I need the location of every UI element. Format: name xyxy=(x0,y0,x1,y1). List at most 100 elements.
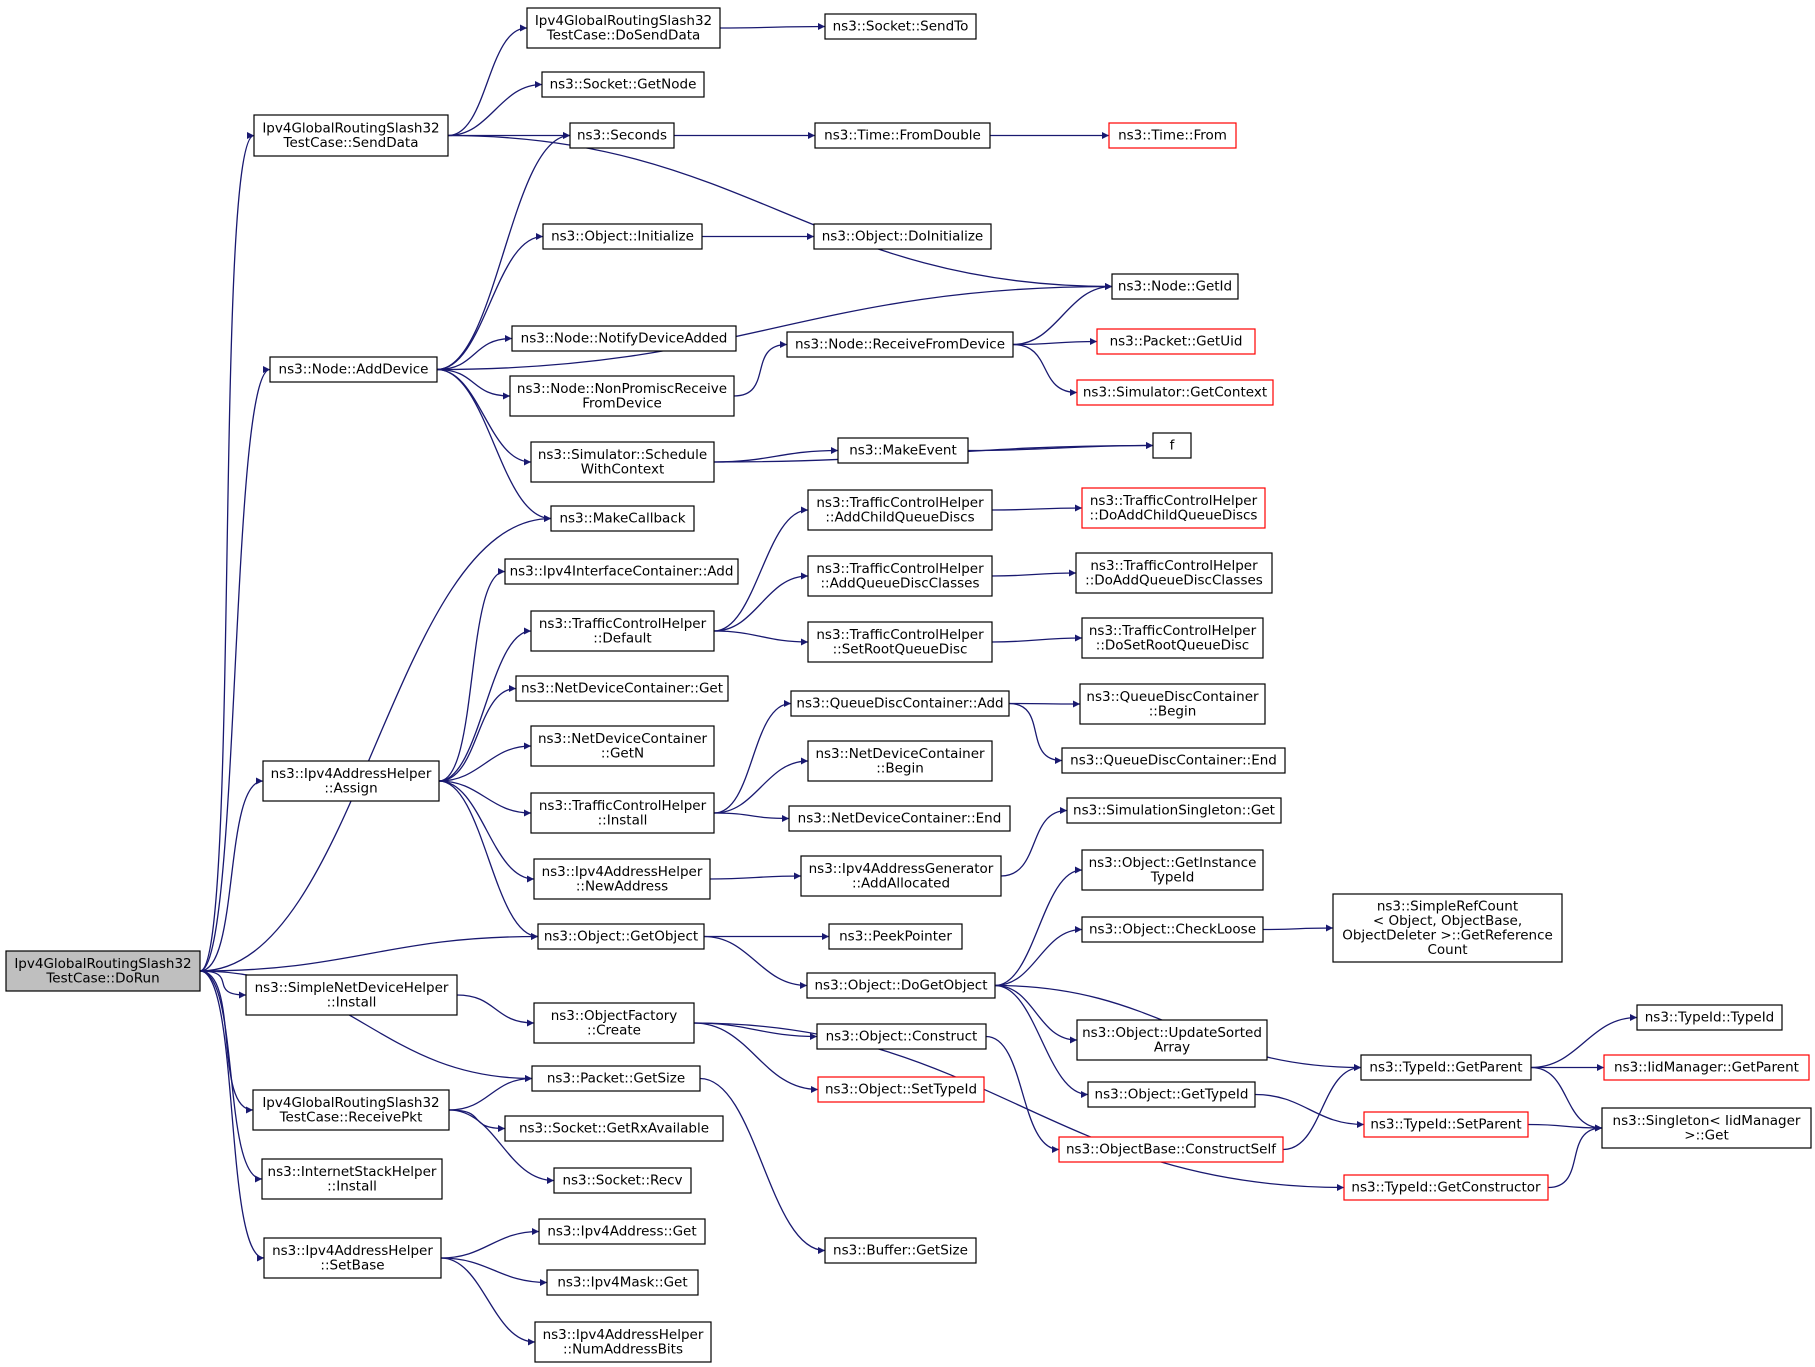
node-objdoinit[interactable]: ns3::Object::DoInitialize xyxy=(813,223,992,250)
node-qdcend[interactable]: ns3::QueueDiscContainer::End xyxy=(1061,747,1286,774)
node-buffergetsize[interactable]: ns3::Buffer::GetSize xyxy=(824,1237,977,1264)
node-receivepkt[interactable]: Ipv4GlobalRoutingSlash32TestCase::Receiv… xyxy=(252,1089,450,1131)
node-ndcend[interactable]: ns3::NetDeviceContainer::End xyxy=(788,805,1011,832)
node-f[interactable]: f xyxy=(1152,432,1192,459)
node-label-line: ns3::QueueDiscContainer::Add xyxy=(796,696,1003,712)
node-nodegetid[interactable]: ns3::Node::GetId xyxy=(1111,273,1239,300)
node-singletonget[interactable]: ns3::Singleton< IidManager>::Get xyxy=(1601,1107,1812,1149)
node-ipv4maskget[interactable]: ns3::Ipv4Mask::Get xyxy=(546,1269,699,1296)
node-dogetobject[interactable]: ns3::Object::DoGetObject xyxy=(806,972,996,999)
node-label-line: ns3::QueueDiscContainer::End xyxy=(1070,753,1277,769)
edge-senddata-to-dosenddata xyxy=(447,24,528,137)
node-constructself[interactable]: ns3::ObjectBase::ConstructSelf xyxy=(1058,1136,1284,1163)
edge-tch_install-to-qdcadd xyxy=(713,700,792,814)
node-box xyxy=(1076,379,1274,406)
node-senddata[interactable]: Ipv4GlobalRoutingSlash32TestCase::SendDa… xyxy=(253,114,449,157)
node-objconstruct[interactable]: ns3::Object::Construct xyxy=(816,1023,987,1050)
node-addallocated[interactable]: ns3::Ipv4AddressGenerator::AddAllocated xyxy=(800,855,1002,897)
node-tch_doaddclasses[interactable]: ns3::TrafficControlHelper::DoAddQueueDis… xyxy=(1075,552,1273,594)
node-label-line: TypeId xyxy=(1150,869,1195,885)
node-label-line: ::DoSetRootQueueDisc xyxy=(1096,637,1249,653)
node-typeidsetparent[interactable]: ns3::TypeId::SetParent xyxy=(1363,1111,1529,1138)
node-box xyxy=(1058,1136,1284,1163)
node-qdcadd[interactable]: ns3::QueueDiscContainer::Add xyxy=(790,690,1010,717)
edge-adddevice-to-objinit xyxy=(436,233,544,371)
node-tch_setroot[interactable]: ns3::TrafficControlHelper::SetRootQueueD… xyxy=(807,621,993,663)
edge-tch_default-to-tch_addchild xyxy=(713,506,809,632)
node-label-line: ns3::Object::Initialize xyxy=(551,229,694,245)
node-ipv4assign[interactable]: ns3::Ipv4AddressHelper::Assign xyxy=(262,760,440,802)
node-adddevice[interactable]: ns3::Node::AddDevice xyxy=(269,356,438,383)
node-ipv4ifcadd[interactable]: ns3::Ipv4InterfaceContainer::Add xyxy=(504,558,739,585)
node-objgettypeid[interactable]: ns3::Object::GetTypeId xyxy=(1087,1081,1256,1108)
node-numaddressbits[interactable]: ns3::Ipv4AddressHelper::NumAddressBits xyxy=(534,1321,712,1363)
node-box xyxy=(538,1218,706,1245)
node-box xyxy=(824,1237,977,1264)
node-getconstructor[interactable]: ns3::TypeId::GetConstructor xyxy=(1343,1174,1549,1201)
node-peekpointer[interactable]: ns3::PeekPointer xyxy=(828,923,963,950)
node-fromdouble[interactable]: ns3::Time::FromDouble xyxy=(814,122,991,149)
node-tch_addclasses[interactable]: ns3::TrafficControlHelper::AddQueueDiscC… xyxy=(807,555,993,597)
node-box xyxy=(1061,747,1286,774)
node-qdcbegin[interactable]: ns3::QueueDiscContainer::Begin xyxy=(1079,683,1266,725)
node-label-line: ns3::SimulationSingleton::Get xyxy=(1073,803,1275,819)
node-internetstackinstall[interactable]: ns3::InternetStackHelper::Install xyxy=(261,1158,443,1200)
node-ndcgetn[interactable]: ns3::NetDeviceContainer::GetN xyxy=(530,725,715,767)
node-setbase[interactable]: ns3::Ipv4AddressHelper::SetBase xyxy=(263,1237,442,1279)
edge-ipv4assign-to-tch_install xyxy=(438,780,532,817)
node-box xyxy=(253,114,449,157)
edge-packetgetsize-to-buffergetsize xyxy=(699,1077,826,1254)
node-objfactorycreate[interactable]: ns3::ObjectFactory::Create xyxy=(533,1002,695,1044)
node-newaddress[interactable]: ns3::Ipv4AddressHelper::NewAddress xyxy=(533,858,711,900)
node-packetgetsize[interactable]: ns3::Packet::GetSize xyxy=(531,1065,701,1092)
node-getobject[interactable]: ns3::Object::GetObject xyxy=(537,923,705,950)
node-packetgetuid[interactable]: ns3::Packet::GetUid xyxy=(1096,328,1256,355)
node-ipv4addrget[interactable]: ns3::Ipv4Address::Get xyxy=(538,1218,706,1245)
node-simsingletonget[interactable]: ns3::SimulationSingleton::Get xyxy=(1066,797,1282,824)
node-label-line: ns3::Simulator::Schedule xyxy=(538,447,707,463)
node-dosenddata[interactable]: Ipv4GlobalRoutingSlash32TestCase::DoSend… xyxy=(526,7,721,49)
node-tch_default[interactable]: ns3::TrafficControlHelper::Default xyxy=(530,610,715,652)
node-seconds[interactable]: ns3::Seconds xyxy=(569,122,675,149)
node-label-line: ns3::TypeId::TypeId xyxy=(1645,1010,1775,1026)
node-sendto[interactable]: ns3::Socket::SendTo xyxy=(824,13,977,40)
node-box xyxy=(837,437,969,464)
node-socketgetnode[interactable]: ns3::Socket::GetNode xyxy=(541,71,705,98)
node-notifydevadded[interactable]: ns3::Node::NotifyDeviceAdded xyxy=(511,325,737,352)
node-typeidtypeid[interactable]: ns3::TypeId::TypeId xyxy=(1636,1004,1783,1031)
node-ndcget[interactable]: ns3::NetDeviceContainer::Get xyxy=(515,675,729,702)
node-label-line: ns3::Ipv4Address::Get xyxy=(547,1224,696,1240)
node-tch_install[interactable]: ns3::TrafficControlHelper::Install xyxy=(530,792,715,834)
node-box xyxy=(1603,1054,1810,1081)
node-simplerefcount[interactable]: ns3::SimpleRefCount< Object, ObjectBase,… xyxy=(1332,893,1563,963)
node-simgetcontext[interactable]: ns3::Simulator::GetContext xyxy=(1076,379,1274,406)
node-iidgetparent[interactable]: ns3::IidManager::GetParent xyxy=(1603,1054,1810,1081)
node-box xyxy=(509,375,735,417)
node-objinit[interactable]: ns3::Object::Initialize xyxy=(542,223,703,250)
node-tch_doaddchild[interactable]: ns3::TrafficControlHelper::DoAddChildQue… xyxy=(1081,487,1266,529)
node-box xyxy=(817,1076,985,1103)
node-tch_dosetroot[interactable]: ns3::TrafficControlHelper::DoSetRootQueu… xyxy=(1081,617,1264,659)
node-typeidgetparent[interactable]: ns3::TypeId::GetParent xyxy=(1360,1054,1532,1081)
node-socketrecv[interactable]: ns3::Socket::Recv xyxy=(553,1167,692,1194)
node-makeevent[interactable]: ns3::MakeEvent xyxy=(837,437,969,464)
edge-adddevice-to-seconds xyxy=(436,132,571,371)
node-tch_addchild[interactable]: ns3::TrafficControlHelper::AddChildQueue… xyxy=(807,489,993,531)
node-receivefromdevice[interactable]: ns3::Node::ReceiveFromDevice xyxy=(786,331,1014,358)
node-ndcbegin[interactable]: ns3::NetDeviceContainer::Begin xyxy=(807,740,993,782)
node-timefrom[interactable]: ns3::Time::From xyxy=(1108,122,1237,149)
node-getrxavailable[interactable]: ns3::Socket::GetRxAvailable xyxy=(504,1115,724,1142)
node-checkloose[interactable]: ns3::Object::CheckLoose xyxy=(1081,916,1264,943)
edge-tch_default-to-tch_addclasses xyxy=(713,572,809,632)
node-objsettypeid[interactable]: ns3::Object::SetTypeId xyxy=(817,1076,985,1103)
node-label-line: ns3::Ipv4AddressHelper xyxy=(272,1243,433,1259)
node-simplendhinstall[interactable]: ns3::SimpleNetDeviceHelper::Install xyxy=(245,974,458,1016)
node-label-line: ::Begin xyxy=(1149,703,1197,719)
node-makecallback[interactable]: ns3::MakeCallback xyxy=(550,505,695,532)
